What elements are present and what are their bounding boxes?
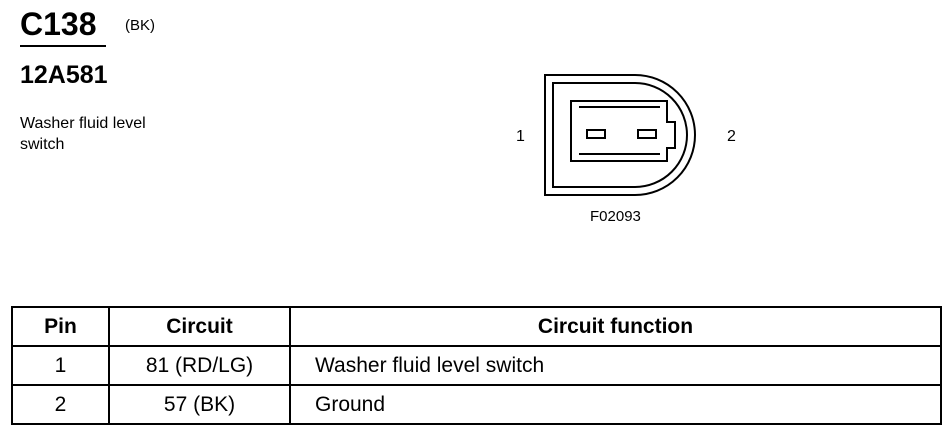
cell-pin: 1: [11, 345, 110, 386]
cell-circuit: 81 (RD/LG): [108, 345, 291, 386]
connector-color: (BK): [125, 17, 155, 34]
cell-circuit-function: Ground: [289, 384, 942, 425]
header-pin: Pin: [11, 306, 110, 347]
pin-2-slot: [637, 129, 657, 139]
terminal-block: [570, 100, 676, 162]
connector-id-underline: [20, 45, 106, 47]
part-number: 12A581: [20, 61, 108, 89]
connector-housing-inner: [552, 82, 688, 188]
pin-label-1: 1: [516, 128, 525, 145]
connector-description: Washer fluid level switch: [20, 115, 146, 153]
connector-housing-outer: [544, 74, 696, 196]
connector-id: C138: [20, 6, 97, 42]
pin-1-slot: [586, 129, 606, 139]
cell-circuit-function: Washer fluid level switch: [289, 345, 942, 386]
connector-face-icon: [544, 74, 696, 196]
table-row: 2 57 (BK) Ground: [11, 384, 942, 425]
figure-id: F02093: [590, 208, 641, 225]
cell-circuit: 57 (BK): [108, 384, 291, 425]
table-row: 1 81 (RD/LG) Washer fluid level switch: [11, 345, 942, 386]
header-circuit-function: Circuit function: [289, 306, 942, 347]
header-circuit: Circuit: [108, 306, 291, 347]
cell-pin: 2: [11, 384, 110, 425]
pinout-table: Pin Circuit Circuit function 1 81 (RD/LG…: [11, 306, 942, 425]
pinout-header-row: Pin Circuit Circuit function: [11, 306, 942, 347]
pin-label-2: 2: [727, 128, 736, 145]
